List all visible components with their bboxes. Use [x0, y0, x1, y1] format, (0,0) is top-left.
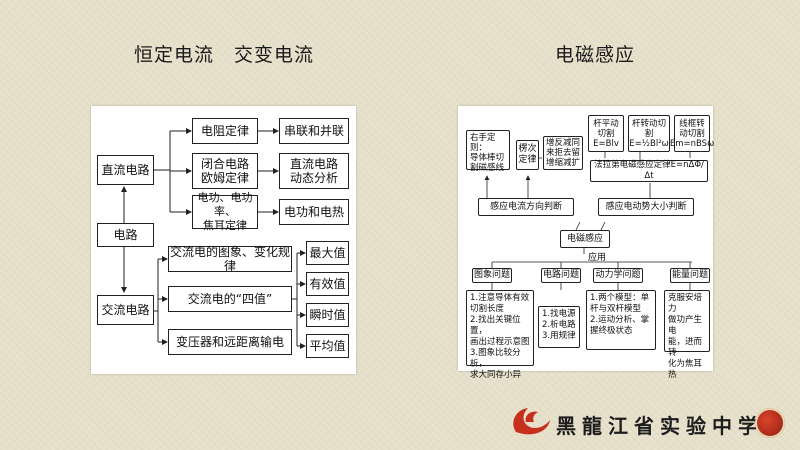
- school-seal-icon: [755, 408, 785, 438]
- dc-dynamic-analysis-node: 直流电路 动态分析: [279, 153, 349, 189]
- effective-value-node: 有效值: [306, 272, 349, 296]
- energy-problems-node: 能量问题: [670, 268, 710, 283]
- ac-graph-law-node: 交流电的图象、变化规律: [168, 245, 292, 273]
- dynamics-problems-node: 动力学问题: [593, 268, 643, 283]
- series-parallel-node: 串联和并联: [279, 118, 349, 144]
- closed-circuit-ohm-node: 闭合电路 欧姆定律: [192, 153, 258, 189]
- root-circuit-node: 电路: [97, 223, 154, 247]
- ac-circuit-node: 交流电路: [97, 295, 154, 325]
- lenz-law-node: 楞次 定律: [516, 140, 539, 170]
- school-name: 黑龍江省实验中学: [556, 414, 764, 438]
- center-node: 电磁感应: [560, 230, 610, 248]
- instant-value-node: 瞬时值: [306, 303, 349, 327]
- circuit-problems-node: 电路问题: [541, 268, 581, 283]
- ac-four-values-node: 交流电的“四值”: [168, 286, 292, 312]
- transformer-transmission-node: 变压器和远距离输电: [168, 329, 292, 355]
- right-heading: 电磁感应: [555, 44, 636, 66]
- rod-translate-node: 杆平动 切割 E=Blv: [588, 115, 624, 152]
- school-logo-icon: [513, 408, 550, 435]
- left-heading: 恒定电流 交变电流: [134, 44, 315, 66]
- application-label: 应用: [588, 253, 607, 263]
- current-direction-node: 感应电流方向判断: [478, 198, 574, 216]
- dynamics-detail-node: 1.两个模型：单 杆与双杆模型 2.运动分析、掌 握终极状态: [586, 290, 656, 350]
- work-heat-node: 电功和电热: [279, 199, 349, 225]
- work-power-joule-node: 电功、电功率、 焦耳定律: [192, 191, 258, 232]
- max-value-node: 最大值: [306, 241, 349, 265]
- emf-magnitude-node: 感应电动势大小判断: [598, 198, 694, 216]
- circuit-detail-node: 1.找电源 2.析电路 3.用规律: [538, 306, 580, 348]
- right-hand-rule-node: 右手定则： 导体棒切 割磁感线: [466, 130, 510, 173]
- energy-detail-node: 克服安培力 做功产生电 能，进而转 化为焦耳热: [664, 290, 710, 380]
- average-value-node: 平均值: [306, 334, 349, 358]
- lenz-effects-node: 增反减同 来拒去留 增缩减扩: [543, 136, 583, 170]
- frame-rotate-node: 线框转 动切割 Em=nBSω: [670, 115, 714, 152]
- resistance-law-node: 电阻定律: [192, 118, 258, 144]
- image-detail-node: 1.注意导体有效 切割长度 2.找出关键位置， 画出过程示意图 3.图象比较分析…: [466, 290, 534, 380]
- dc-circuit-node: 直流电路: [97, 155, 154, 185]
- image-problems-node: 图象问题: [472, 268, 512, 283]
- rod-rotate-node: 杆转动切割 E=½Bl²ω: [628, 115, 670, 152]
- faraday-law-node: 法拉第电磁感应定律E=nΔΦ/Δt: [590, 160, 708, 182]
